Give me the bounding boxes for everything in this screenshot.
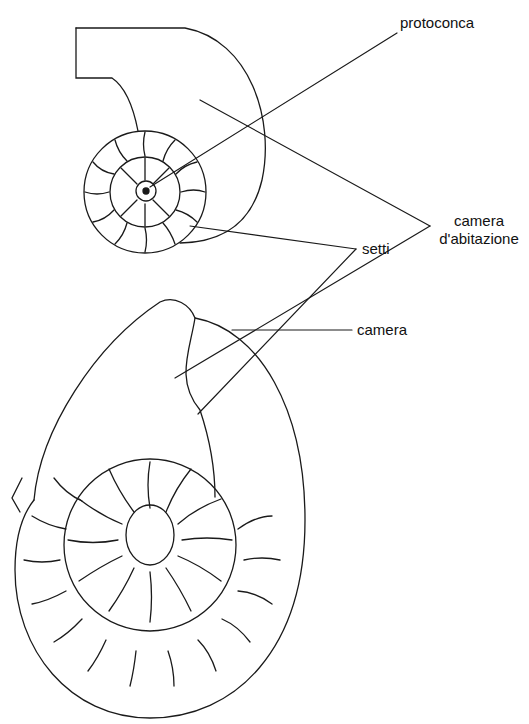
part-label: protoconca xyxy=(400,14,474,32)
septa xyxy=(24,478,280,686)
part-label: setti xyxy=(362,240,390,258)
upper-shell xyxy=(76,28,265,253)
whorl xyxy=(126,505,174,565)
whorl xyxy=(84,131,206,253)
leader-line xyxy=(190,226,356,249)
leader-line xyxy=(232,329,352,330)
lower-shell xyxy=(12,300,305,718)
shell-outline xyxy=(15,318,305,718)
part-label: camera d'abitazione xyxy=(434,212,524,248)
shell-outline xyxy=(76,28,265,243)
shell-outline xyxy=(76,28,138,131)
leader-lines xyxy=(150,33,430,414)
part-label: camera xyxy=(357,321,407,339)
leader-line xyxy=(198,249,356,414)
shell-outline xyxy=(34,300,215,500)
septa xyxy=(68,462,232,622)
shell-outline xyxy=(12,478,22,512)
leader-line xyxy=(150,33,397,187)
whorl xyxy=(64,459,236,631)
leader-line xyxy=(175,226,430,378)
whorl xyxy=(110,157,180,227)
septa xyxy=(85,132,205,252)
protoconch-dot xyxy=(143,188,149,194)
septa xyxy=(121,158,169,226)
leader-line xyxy=(200,100,430,226)
